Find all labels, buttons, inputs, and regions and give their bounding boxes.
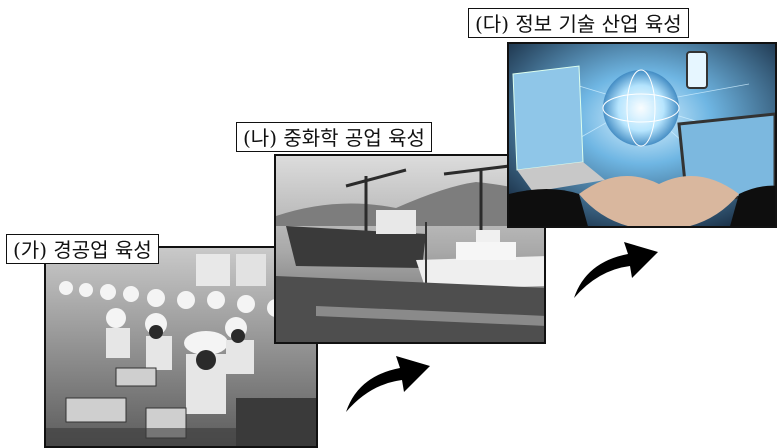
sewing-factory-illustration	[46, 248, 316, 446]
step-label-heavy-chemical-industry: (나) 중화학 공업 육성	[236, 122, 432, 152]
heavy-industry-photo	[274, 154, 546, 344]
light-industry-photo	[44, 246, 318, 448]
step-label-it-industry: (다) 정보 기술 산업 육성	[468, 8, 689, 38]
step-label-light-industry: (가) 경공업 육성	[6, 234, 159, 264]
curved-arrow-icon	[574, 242, 658, 298]
curved-arrow-icon	[346, 356, 430, 412]
digital-globe-illustration	[509, 44, 775, 226]
shipyard-illustration	[276, 156, 544, 342]
it-industry-photo	[507, 42, 777, 228]
